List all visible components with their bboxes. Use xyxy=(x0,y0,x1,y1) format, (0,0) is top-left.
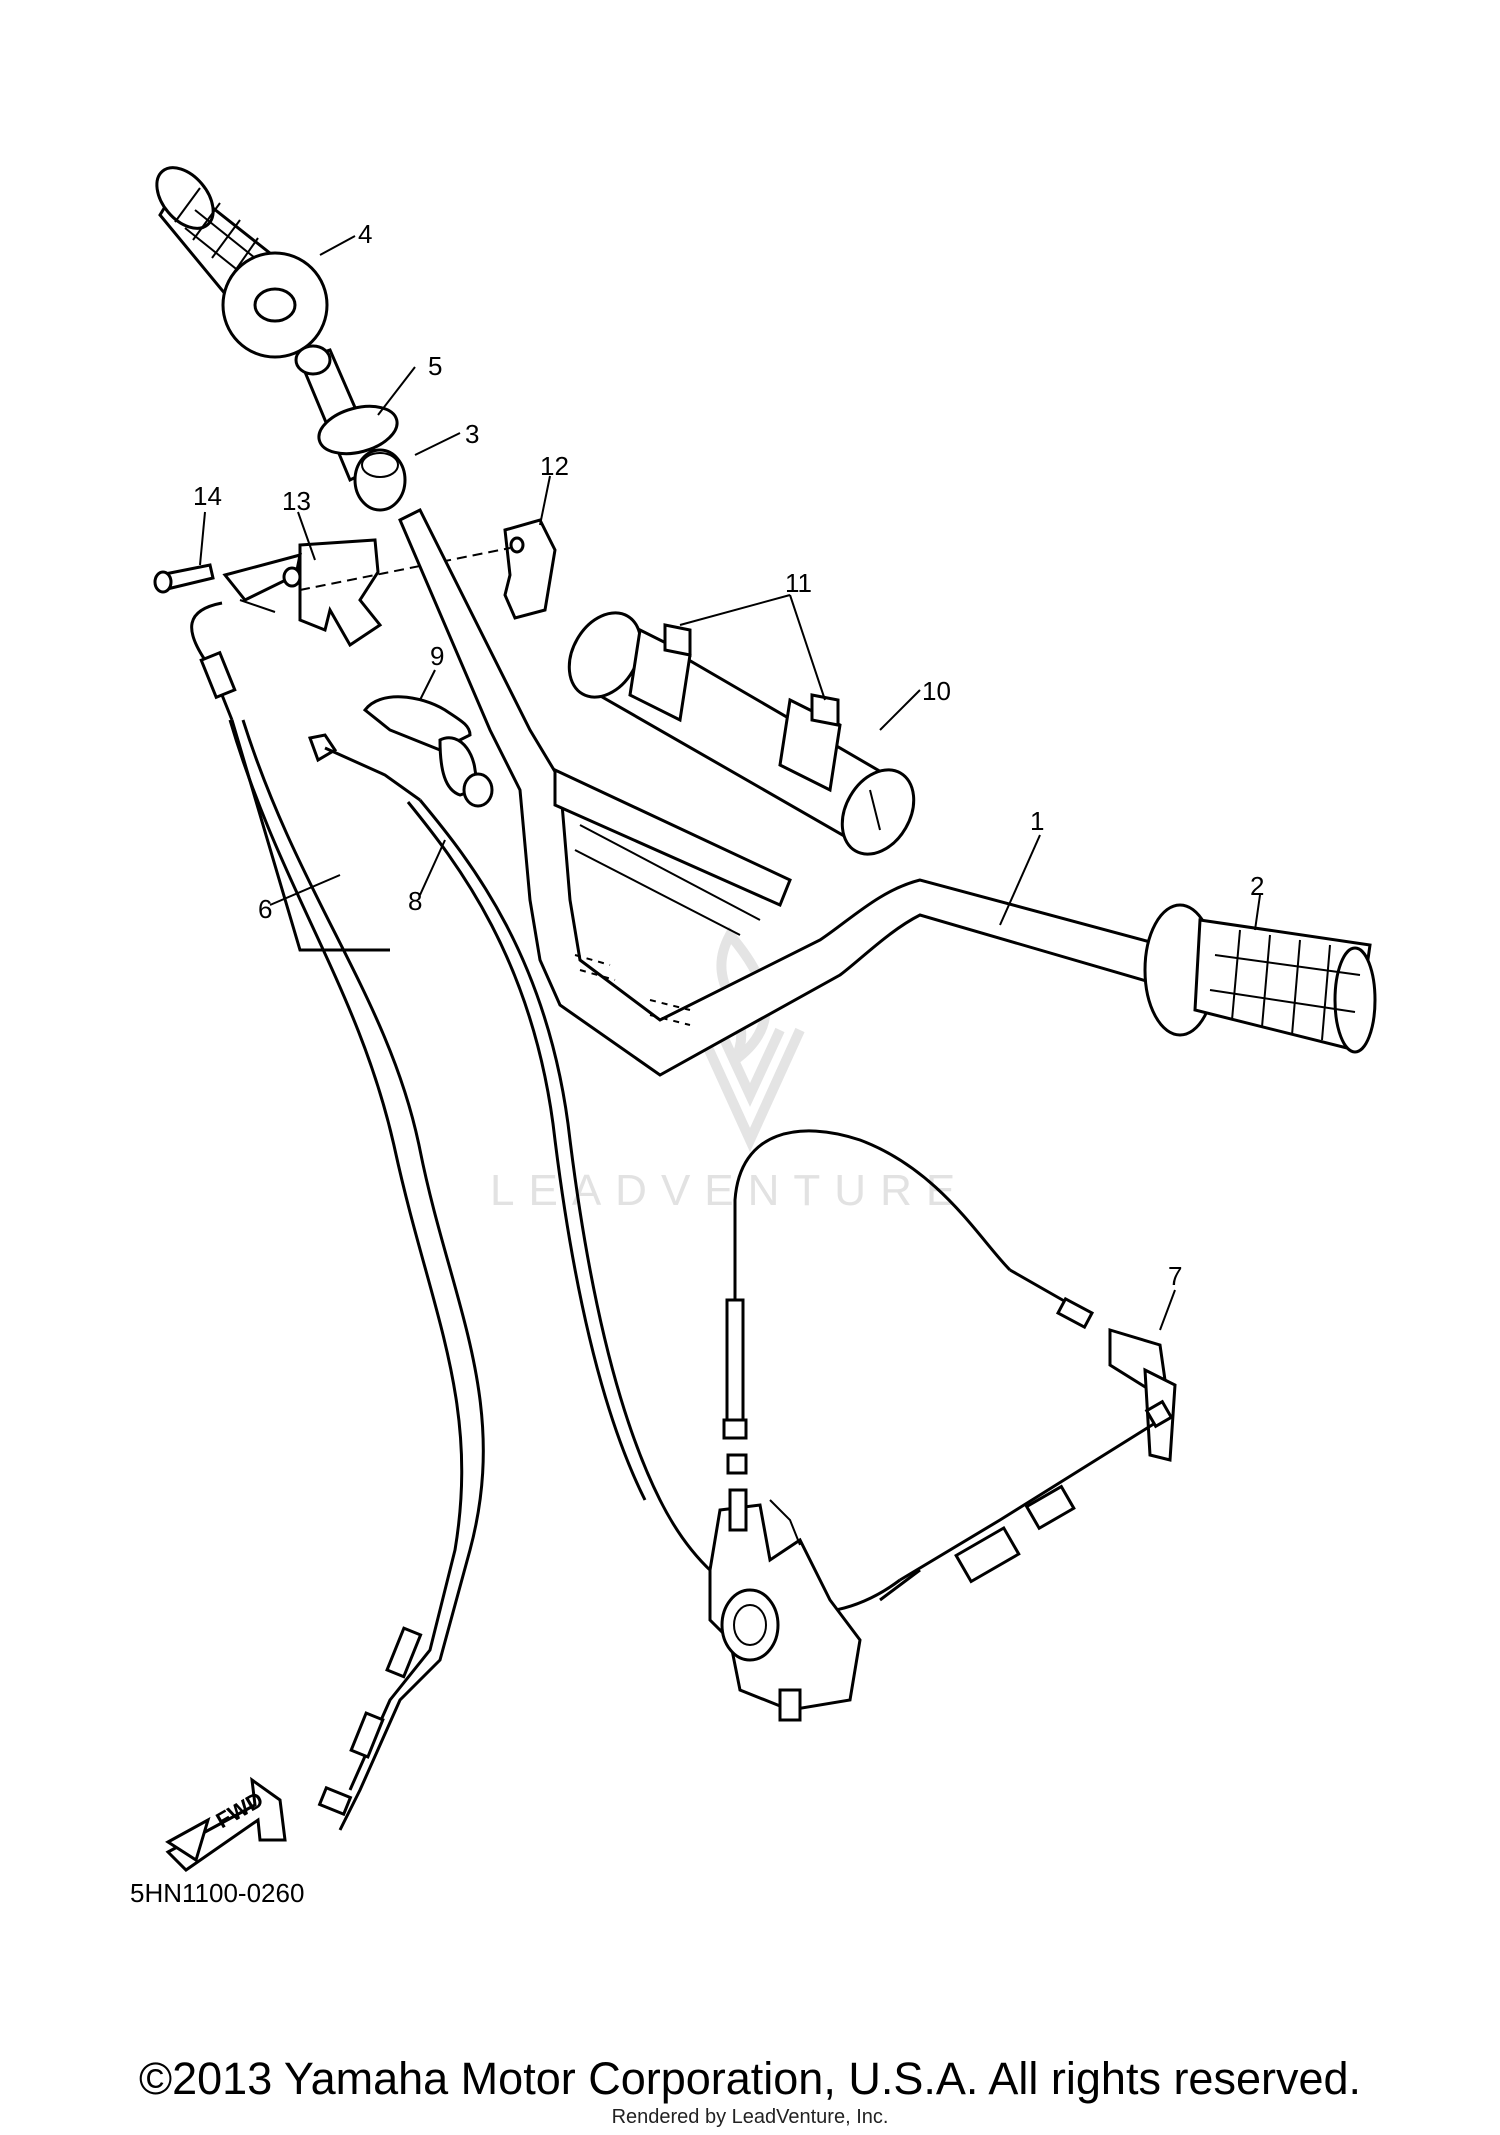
part-throttle-cable[interactable] xyxy=(190,601,485,1831)
part-pad-bands[interactable] xyxy=(628,623,842,793)
part-throttle-grip[interactable] xyxy=(294,344,407,512)
watermark: LEADVENTURE xyxy=(490,926,969,1215)
callout-2: 2 xyxy=(1250,871,1264,901)
callout-1: 1 xyxy=(1030,806,1044,836)
callout-7: 7 xyxy=(1168,1261,1182,1291)
part-cable-end xyxy=(879,1399,1174,1602)
callout-6: 6 xyxy=(258,894,272,924)
callout-13: 13 xyxy=(282,486,311,516)
callout-10: 10 xyxy=(922,676,951,706)
part-hot-start-lever[interactable] xyxy=(362,695,494,808)
part-bolt[interactable] xyxy=(153,563,215,594)
callout-12: 12 xyxy=(540,451,569,481)
part-grip-left[interactable] xyxy=(146,157,329,359)
callout-9: 9 xyxy=(430,641,444,671)
fwd-arrow-icon: FWD xyxy=(165,1776,287,1872)
part-throttle-housing-lower[interactable] xyxy=(222,538,383,648)
diagram-code: 5HN1100-0260 xyxy=(130,1878,305,1908)
callout-leaders xyxy=(199,235,1261,1331)
callout-4: 4 xyxy=(358,219,372,249)
part-cable-7[interactable] xyxy=(722,1129,1177,1462)
rendered-by-credit: Rendered by LeadVenture, Inc. xyxy=(611,2106,889,2128)
part-throttle-housing-upper[interactable] xyxy=(503,518,557,620)
callout-3: 3 xyxy=(465,419,479,449)
callout-5: 5 xyxy=(428,351,442,381)
watermark-text: LEADVENTURE xyxy=(490,1166,969,1215)
callout-8: 8 xyxy=(408,886,422,916)
copyright-notice: ©2013 Yamaha Motor Corporation, U.S.A. A… xyxy=(138,2053,1362,2104)
part-carburetor xyxy=(708,1453,862,1722)
callout-14: 14 xyxy=(193,481,222,511)
callout-labels: 1 2 3 4 5 6 7 8 9 10 11 12 13 14 xyxy=(193,219,1264,1291)
part-grip-right[interactable] xyxy=(1143,903,1377,1054)
callout-11: 11 xyxy=(785,568,812,598)
